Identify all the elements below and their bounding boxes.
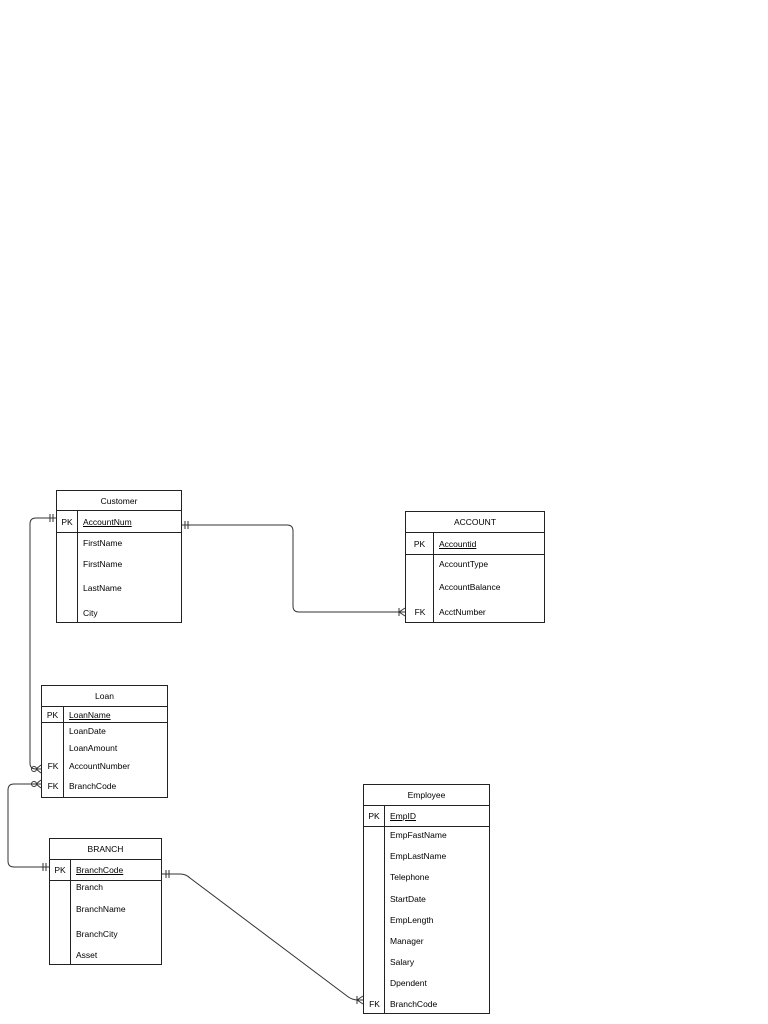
attribute: LoanAmount [69, 743, 118, 753]
attribute: Branch [76, 882, 103, 892]
rel-branch-employee-crow-top [356, 995, 364, 1001]
rel-branch-employee-crow-bottom [356, 999, 364, 1005]
fk-label: FK [414, 607, 426, 617]
rel-customer-account [182, 524, 405, 613]
attribute: FirstName [83, 559, 123, 569]
pk-label: PK [364, 806, 385, 826]
attribute: AccountBalance [439, 582, 501, 592]
entity-title: Loan [42, 686, 167, 707]
account-entity[interactable]: ACCOUNT PK Accountid AccountType Account… [405, 511, 545, 623]
attribute-list: EmpFastName EmpLastName Telephone StartD… [364, 827, 489, 1013]
attribute: Dpendent [390, 978, 427, 988]
attribute: BranchName [76, 904, 126, 914]
pk-field: EmpID [390, 811, 416, 821]
pk-field: LoanName [69, 709, 111, 720]
pk-row: PK Accountid [406, 533, 544, 555]
rel-customer-account-crow-top [398, 607, 406, 613]
pk-label: PK [42, 707, 64, 722]
attribute: EmpLength [390, 915, 434, 925]
attribute: LastName [83, 583, 122, 593]
fk-label: FK [47, 761, 59, 771]
attribute: FirstName [83, 538, 123, 548]
fk-label: FK [369, 999, 380, 1009]
pk-label: PK [57, 511, 78, 532]
attribute: AccountType [439, 559, 489, 569]
attribute: Asset [76, 950, 98, 960]
employee-entity[interactable]: Employee PK EmpID EmpFastName EmpLastNam… [363, 784, 490, 1014]
pk-field: AccountNum [83, 516, 132, 527]
attribute: Telephone [390, 872, 430, 882]
key-column [50, 881, 71, 964]
rel-customer-account-crow-bottom [398, 611, 406, 617]
rel-branch-loan [7, 783, 49, 868]
pk-field: Accountid [439, 538, 477, 549]
customer-entity[interactable]: Customer PK AccountNum FirstName FirstNa… [56, 490, 182, 623]
attribute-list: AccountType AccountBalance FK AcctNumber [406, 555, 544, 622]
rel-branch-loan-crow-bottom [35, 783, 42, 789]
attribute: StartDate [390, 894, 426, 904]
pk-row: PK AccountNum [57, 511, 181, 533]
attribute: City [83, 608, 98, 618]
key-column [364, 827, 385, 1013]
key-column [57, 533, 78, 622]
pk-label: PK [50, 860, 71, 880]
pk-row: PK BranchCode [50, 860, 161, 881]
attribute: EmpFastName [390, 830, 447, 840]
rel-customer-loan [29, 517, 56, 770]
attribute-list: Branch BranchName BranchCity Asset [50, 881, 161, 964]
entity-title: BRANCH [50, 839, 161, 860]
key-column [42, 723, 64, 797]
rel-customer-loan-crow-bottom [35, 768, 42, 774]
entity-title: ACCOUNT [406, 512, 544, 533]
rel-branch-employee [162, 873, 363, 1001]
attribute: BranchCode [390, 999, 438, 1009]
attribute-list: FirstName FirstName LastName City [57, 533, 181, 622]
attribute: Manager [390, 936, 424, 946]
attribute-list: LoanDate LoanAmount FK AccountNumber FK … [42, 723, 167, 797]
attribute: BranchCode [69, 781, 117, 791]
attribute: EmpLastName [390, 851, 447, 861]
key-column [406, 555, 434, 622]
attribute: AccountNumber [69, 761, 130, 771]
branch-entity[interactable]: BRANCH PK BranchCode Branch BranchName B… [49, 838, 162, 965]
fk-label: FK [47, 781, 59, 791]
attribute: BranchCity [76, 929, 118, 939]
pk-field: BranchCode [76, 865, 124, 875]
loan-entity[interactable]: Loan PK LoanName LoanDate LoanAmount FK … [41, 685, 168, 798]
pk-label: PK [406, 533, 434, 554]
entity-title: Customer [57, 491, 181, 511]
entity-title: Employee [364, 785, 489, 806]
pk-row: PK LoanName [42, 707, 167, 723]
attribute: AcctNumber [439, 607, 486, 617]
rel-branch-loan-crow-top [35, 779, 42, 785]
pk-row: PK EmpID [364, 806, 489, 827]
attribute: Salary [390, 957, 415, 967]
attribute: LoanDate [69, 726, 106, 736]
rel-customer-loan-crow-top [35, 764, 42, 770]
